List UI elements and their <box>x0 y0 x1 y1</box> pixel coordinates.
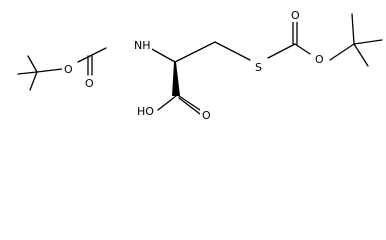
amine-nh-label: NH <box>134 39 151 52</box>
bond <box>267 43 296 59</box>
bond <box>157 95 177 111</box>
bond <box>36 68 63 73</box>
oxygen-atom: O <box>85 77 94 90</box>
bond <box>294 43 311 55</box>
sulfur-atom: S <box>255 61 262 74</box>
bond <box>29 71 38 91</box>
atom-labels: O O NH S O O HO O <box>62 8 327 122</box>
bond <box>149 47 176 63</box>
oxygen-atom: O <box>315 53 324 66</box>
bond <box>351 13 355 45</box>
bond <box>27 55 38 73</box>
bond <box>174 41 216 63</box>
structure-drawing: O O NH S O O HO O <box>17 8 383 122</box>
bond <box>214 41 251 61</box>
bond <box>89 47 107 57</box>
bond <box>353 39 383 45</box>
hydroxyl-label: HO <box>137 105 154 118</box>
oxygen-atom: O <box>291 9 300 22</box>
bond <box>17 71 38 75</box>
oxygen-atom: O <box>202 109 211 122</box>
molecule-diagram: O O NH S O O HO O <box>17 8 383 122</box>
bond <box>178 97 201 115</box>
oxygen-atom: O <box>64 63 73 76</box>
wedge-bond <box>172 62 180 96</box>
bonds <box>17 13 383 115</box>
bond <box>329 43 355 61</box>
bond <box>353 43 369 67</box>
bond <box>175 93 201 111</box>
